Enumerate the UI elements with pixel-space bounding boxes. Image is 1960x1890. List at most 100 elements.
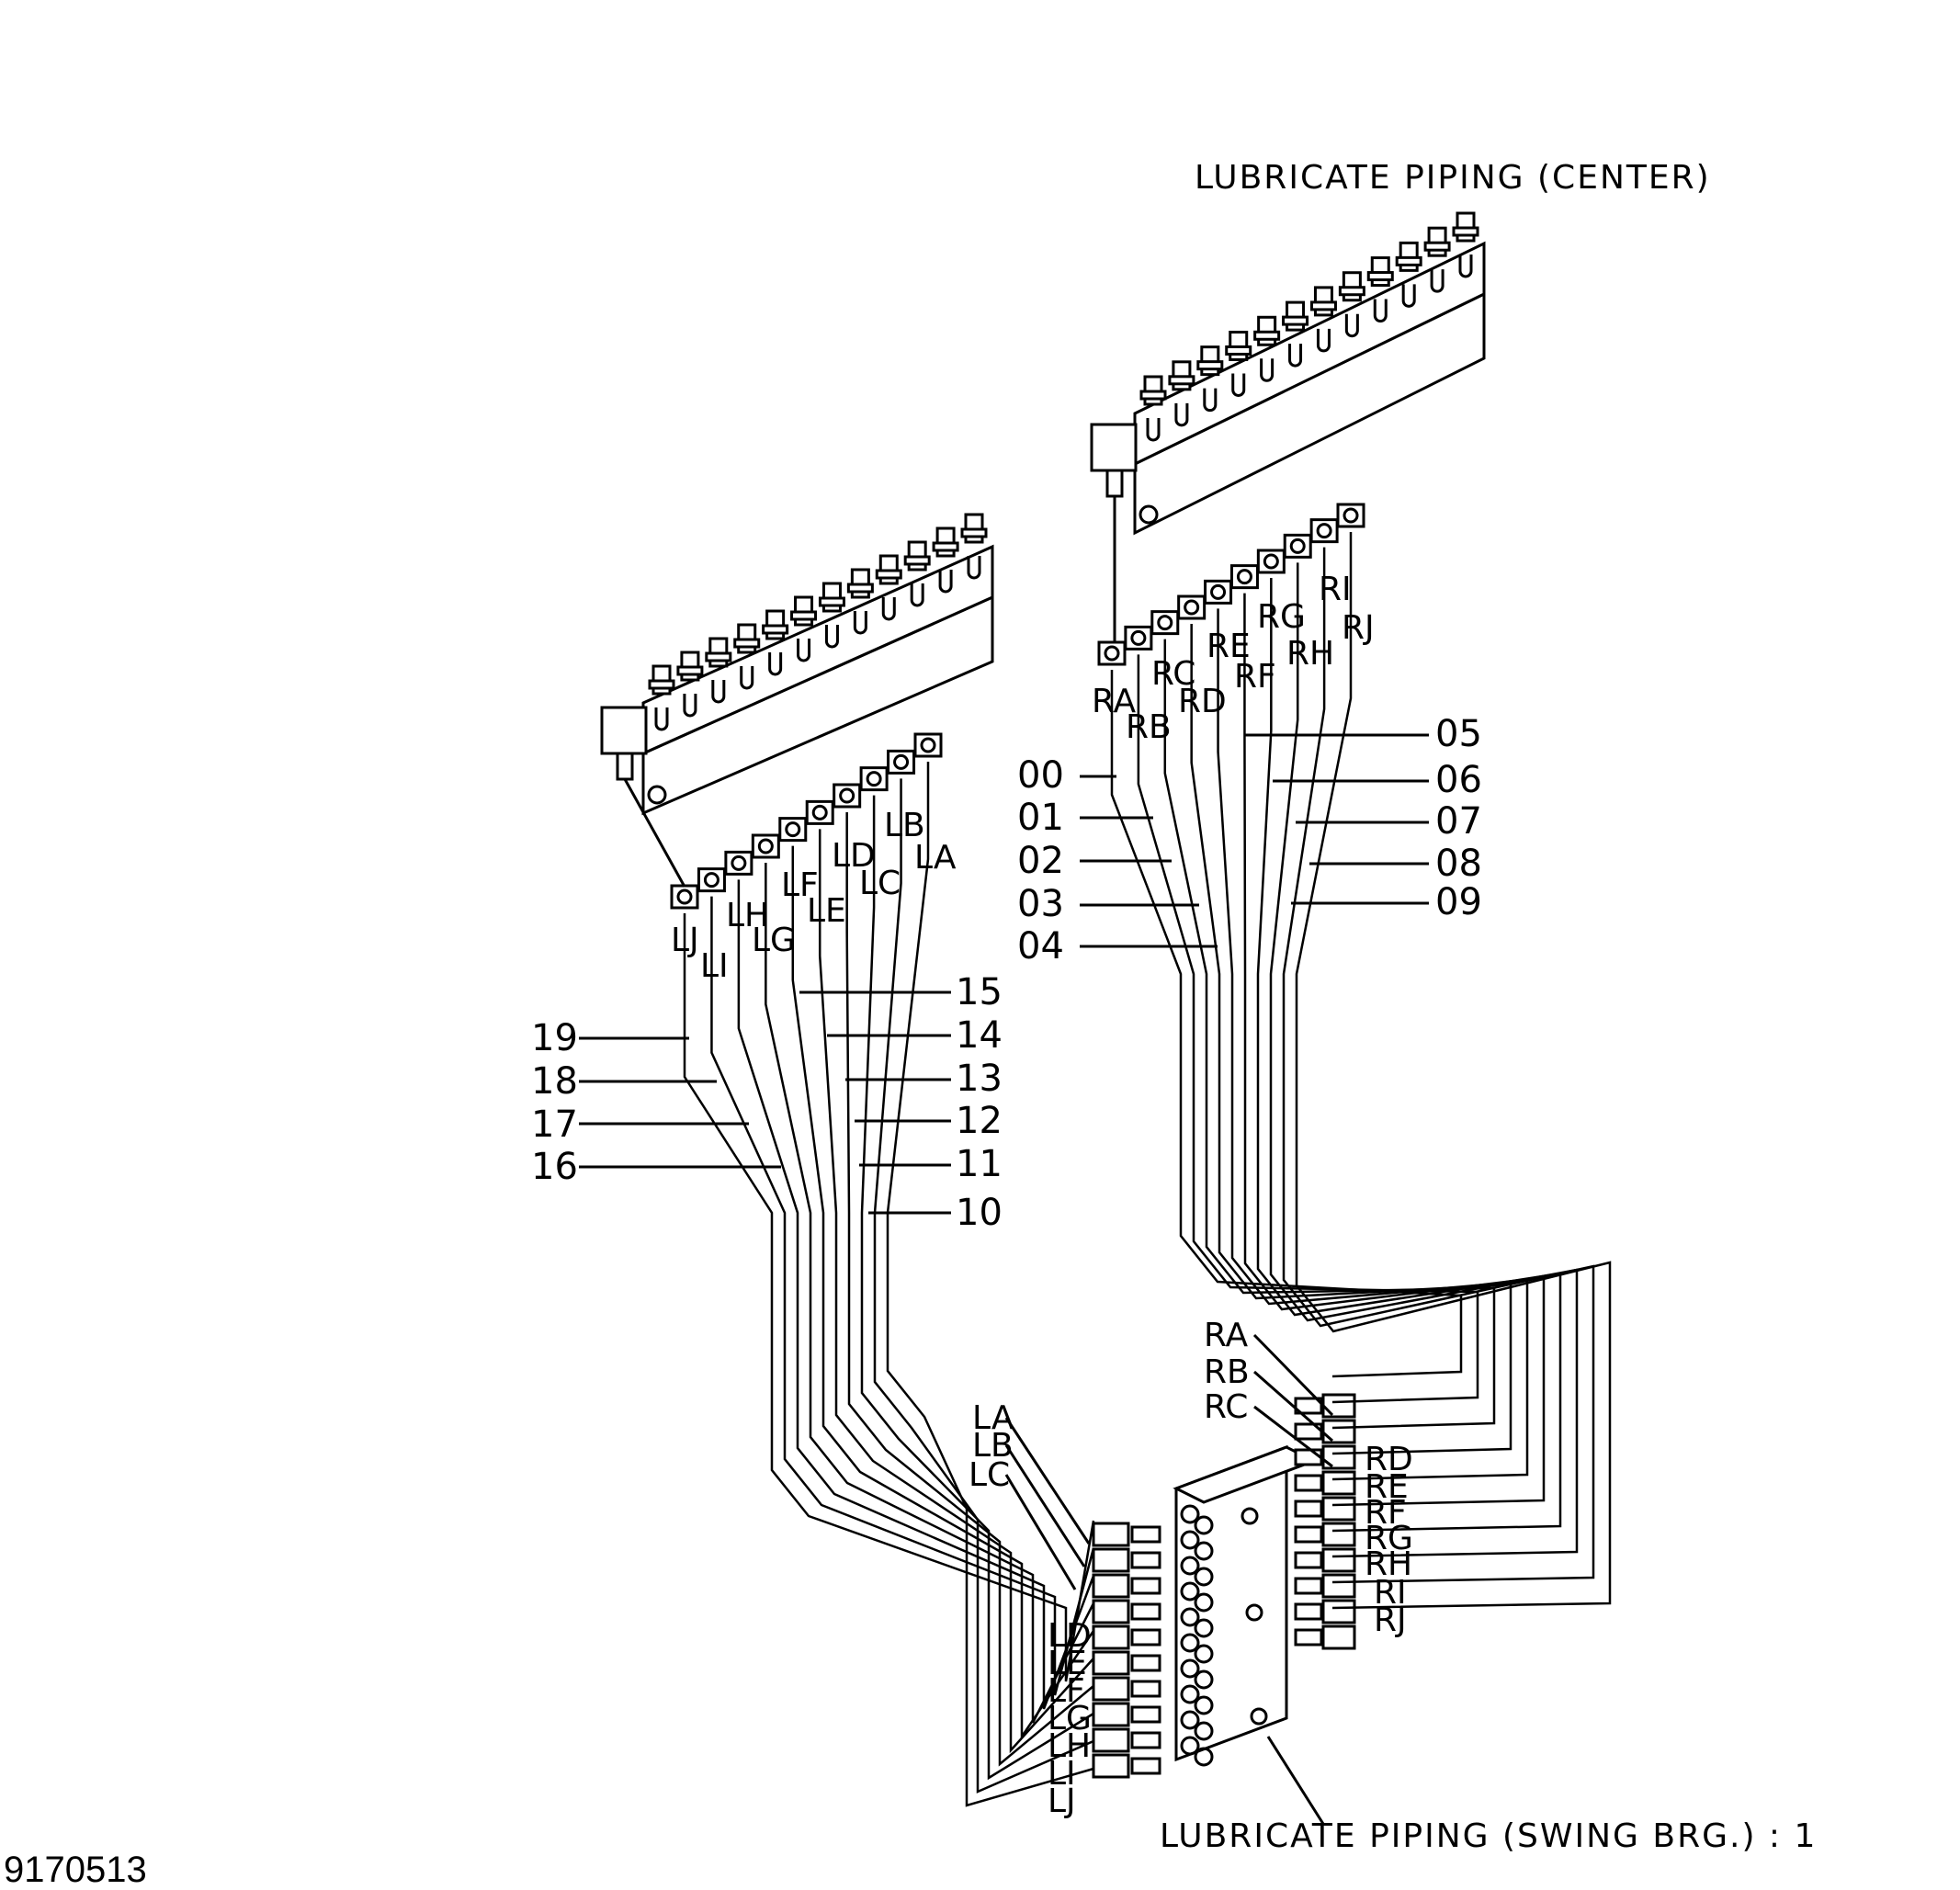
swing-right-fitting [1321,1444,1356,1470]
valve-u-mark [1260,358,1275,382]
pipe [818,829,1094,1754]
pipe-number-07: 07 [1435,800,1482,843]
nipple-nut [648,679,675,690]
nipple-nut [1366,271,1394,282]
pipe [737,879,1095,1710]
label-la: LA [914,839,957,877]
label-rc: RC [1151,655,1195,693]
nipple-nut [818,596,845,607]
nozzle-hole [893,753,910,770]
swing-left-fitting-nut [1130,1628,1161,1647]
valve-u-mark [1344,313,1359,338]
label-li: LI [700,947,729,985]
swing-label-le: LE [1048,1645,1087,1682]
swing-left-fitting [1092,1676,1130,1702]
swing-right-fitting-nut [1294,1525,1323,1544]
nozzle-hole [811,804,828,821]
swing-port [1194,1747,1214,1767]
valve-u-mark [938,570,953,594]
nipple-nut [676,665,704,676]
swing-port [1180,1504,1200,1524]
nipple-nut [790,610,818,621]
label-rh: RH [1286,635,1334,673]
swing-port [1180,1658,1200,1679]
pipe-number-05: 05 [1435,713,1482,755]
swing-port [1180,1530,1200,1550]
pipe-number-17: 17 [531,1103,578,1146]
pipe [845,812,1094,1767]
label-ra: RA [1092,683,1137,720]
nipple-nut [1282,315,1309,326]
leader-line [1004,1417,1091,1545]
nozzle-hole [1289,538,1306,554]
swing-label-rc: RC [1204,1388,1248,1426]
swing-brg-distributor-block [1092,1393,1356,1825]
nozzle-hole [731,854,747,871]
nozzle-hole [1263,553,1279,570]
pipe [683,913,1095,1682]
swing-port [1194,1695,1214,1715]
label-lb: LB [884,807,925,844]
pipe-number-06: 06 [1435,759,1482,801]
swing-port [1194,1669,1214,1690]
pipe [1243,593,1546,1507]
swing-port [1180,1736,1200,1756]
valve-u-mark [683,694,697,718]
label-re: RE [1207,628,1251,665]
swing-label-lc: LC [969,1456,1010,1494]
pipe [791,845,1095,1741]
nozzle-cap [778,817,808,843]
valve-u-mark [967,556,981,580]
title-swing-brg: LUBRICATE PIPING (SWING BRG.) : 1 [1160,1817,1817,1855]
leader-lines [579,496,1429,1590]
swing-left-fitting [1092,1522,1130,1547]
pipe [765,863,1095,1724]
label-ri: RI [1319,571,1352,608]
pipe [1190,624,1512,1455]
nozzle-hole [1130,629,1147,646]
pipe-number-12: 12 [956,1100,1003,1142]
center-distributor-block-right [1090,211,1486,536]
valve-u-mark [853,611,867,635]
pipe [873,778,1094,1794]
swing-left-fitting [1092,1547,1130,1573]
nozzle-hole [1210,583,1227,600]
nozzle-cap [887,749,916,775]
pipe [1282,547,1595,1584]
swing-label-lb: LB [972,1427,1014,1465]
swing-left-port-labels: LA LB LC LD LE LF LG LH LI LJ [969,1399,1092,1820]
nipple-nut [1309,300,1337,311]
swing-left-fitting [1092,1650,1130,1676]
nipple-nut [1338,286,1365,297]
nozzle-hole [703,872,719,888]
pipe-number-13: 13 [956,1058,1003,1100]
swing-port [1180,1581,1200,1601]
pipe [1110,670,1463,1378]
valve-u-mark [1458,255,1473,278]
pipe-number-19: 19 [531,1017,578,1059]
nozzle-cap [1256,549,1286,574]
pipe-number-08: 08 [1435,843,1482,885]
nipple-nut [903,555,931,566]
valve-u-mark [797,639,811,662]
nozzle-cap [670,884,699,910]
label-rg: RG [1257,598,1306,636]
valve-u-mark [1401,284,1416,308]
swing-right-fitting [1321,1599,1356,1624]
swing-right-fitting-nut [1294,1500,1323,1518]
swing-port [1194,1618,1214,1638]
pipe-number-02: 02 [1017,840,1064,882]
swing-label-rb: RB [1204,1353,1250,1391]
swing-right-fitting-nut [1294,1577,1323,1595]
swing-right-fitting [1321,1419,1356,1444]
pipe-number-14: 14 [956,1014,1003,1057]
nozzle-hole [839,787,855,804]
nozzle-cap [1177,594,1207,620]
swing-label-la: LA [972,1399,1014,1437]
nipple-nut [1168,375,1195,386]
swing-left-fitting [1092,1624,1130,1650]
swing-left-fitting-nut [1130,1525,1161,1544]
label-lc: LC [859,865,901,902]
swing-port [1180,1684,1200,1704]
